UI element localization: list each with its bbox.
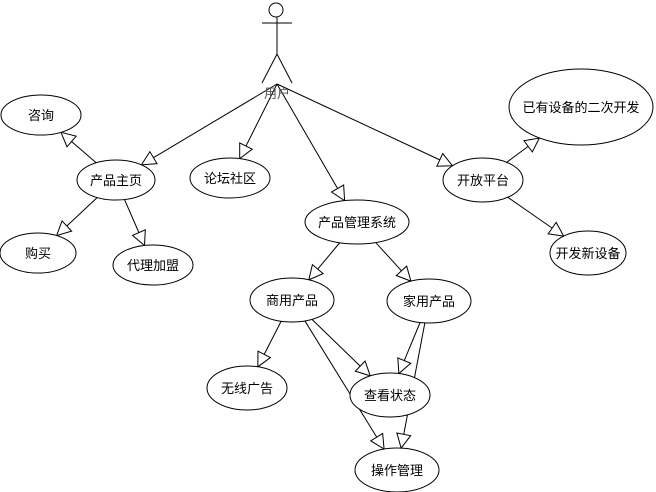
use-case-label: 已有设备的二次开发	[522, 100, 639, 116]
edge-commercial-to-status	[311, 318, 372, 377]
use-case-label: 购买	[25, 246, 51, 262]
edge-pms-to-household	[375, 242, 412, 282]
use-case-label: 查看状态	[364, 388, 416, 404]
use-case-agent[interactable]: 代理加盟	[112, 244, 194, 286]
use-case-ellipse	[0, 94, 82, 136]
edge-home-to-consult	[60, 131, 97, 164]
arrowhead-icon	[369, 432, 385, 451]
arrowhead-icon	[60, 131, 78, 148]
use-case-consult[interactable]: 咨询	[0, 94, 82, 136]
edge-line	[245, 83, 278, 147]
edge-open-to-redev	[506, 137, 541, 163]
use-case-label: 论坛社区	[204, 171, 256, 187]
use-case-label: 产品主页	[90, 174, 142, 189]
edge-home-to-buy	[55, 197, 98, 237]
use-case-ellipse	[549, 230, 627, 276]
edges	[55, 83, 565, 451]
edge-line	[317, 242, 341, 270]
edge-line	[263, 321, 282, 355]
arrowhead-icon	[523, 137, 541, 153]
edge-line	[276, 83, 441, 161]
use-case-ellipse	[76, 159, 156, 201]
edge-open-to-newdev	[507, 196, 565, 237]
use-case-label: 家用产品	[403, 294, 455, 310]
arrowhead-icon	[395, 265, 412, 282]
use-case-ellipse	[354, 447, 440, 492]
arrowhead-icon	[55, 219, 73, 237]
edge-line	[304, 320, 378, 438]
use-case-household[interactable]: 家用产品	[386, 278, 472, 324]
arrowhead-icon	[354, 360, 372, 377]
use-case-pms[interactable]: 产品管理系统	[304, 199, 410, 245]
use-case-ellipse	[304, 199, 410, 245]
edge-line	[153, 83, 278, 159]
use-case-ellipse	[442, 157, 524, 203]
use-case-ellipse	[206, 365, 288, 411]
edge-household-to-status	[397, 322, 421, 375]
use-case-home[interactable]: 产品主页	[76, 159, 156, 201]
use-case-label: 无线广告	[221, 382, 273, 397]
edge-line	[71, 141, 97, 164]
use-case-label: 开放平台	[457, 174, 509, 189]
arrowhead-icon	[257, 350, 272, 368]
use-case-label: 商用产品	[266, 294, 318, 309]
edge-line	[276, 83, 339, 189]
actor-leg-right	[276, 53, 293, 84]
use-case-ellipse	[349, 372, 431, 418]
arrowhead-icon	[131, 229, 146, 247]
edge-home-to-agent	[124, 199, 146, 247]
edge-user-to-home	[140, 83, 278, 166]
edge-commercial-to-operate	[304, 320, 385, 451]
use-case-status[interactable]: 查看状态	[349, 372, 431, 418]
use-case-ellipse	[386, 278, 472, 324]
arrowhead-icon	[308, 263, 325, 281]
arrowhead-icon	[397, 357, 412, 375]
edge-line	[506, 145, 529, 163]
use-case-label: 代理加盟	[127, 259, 179, 274]
use-case-ellipse	[189, 157, 271, 199]
use-case-ellipse	[508, 68, 654, 146]
arrowhead-icon	[547, 221, 565, 237]
use-case-label: 咨询	[28, 109, 54, 124]
use-case-newdev[interactable]: 开发新设备	[549, 230, 627, 276]
use-case-open[interactable]: 开放平台	[442, 157, 524, 203]
arrowhead-icon	[396, 432, 412, 450]
edge-user-to-forum	[239, 83, 278, 160]
edge-line	[375, 242, 402, 272]
use-case-ellipse	[0, 232, 77, 274]
edge-line	[66, 197, 98, 227]
edge-pms-to-commercial	[308, 242, 341, 281]
edge-line	[311, 318, 361, 367]
actor-head	[268, 2, 284, 18]
actor-label: 用户	[264, 86, 290, 102]
arrowhead-icon	[436, 152, 454, 167]
edge-line	[124, 199, 140, 233]
edge-commercial-to-wireless	[257, 321, 282, 368]
use-case-wireless[interactable]: 无线广告	[206, 365, 288, 411]
edge-line	[507, 196, 553, 229]
edge-user-to-open	[276, 83, 454, 167]
use-case-ellipse	[249, 277, 335, 323]
arrowhead-icon	[330, 184, 346, 202]
use-case-commercial[interactable]: 商用产品	[249, 277, 335, 323]
use-case-label: 开发新设备	[555, 246, 620, 262]
use-case-ellipse	[112, 244, 194, 286]
use-case-redev[interactable]: 已有设备的二次开发	[508, 68, 654, 146]
use-case-buy[interactable]: 购买	[0, 232, 77, 274]
actor-leg-left	[261, 53, 278, 84]
actor-user	[261, 2, 293, 84]
use-case-label: 产品管理系统	[318, 216, 396, 231]
arrowhead-icon	[140, 150, 158, 166]
use-case-operate[interactable]: 操作管理	[354, 447, 440, 492]
use-case-label: 操作管理	[371, 463, 423, 479]
arrowhead-icon	[239, 142, 254, 160]
edge-line	[403, 322, 421, 361]
edge-user-to-pms	[276, 83, 346, 202]
use-case-forum[interactable]: 论坛社区	[189, 157, 271, 199]
